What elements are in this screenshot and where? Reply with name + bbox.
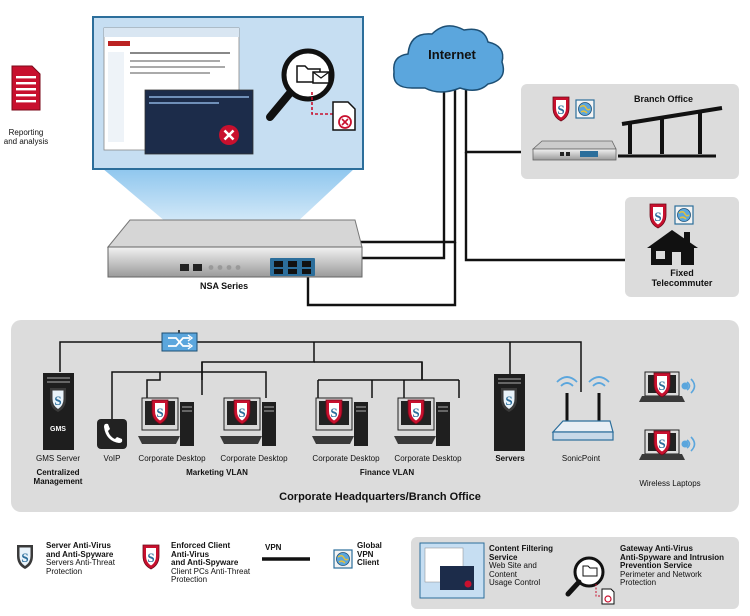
magnifier-icon <box>266 48 335 121</box>
legend-server-av-icon <box>17 545 33 569</box>
telecommuter-label-2: Telecommuter <box>651 278 713 288</box>
branch-office-label: Branch Office <box>634 94 694 104</box>
legend-cfs-3: Web Site and <box>489 561 537 570</box>
server-icon <box>494 374 525 451</box>
desktop-label-4: Corporate Desktop <box>394 454 462 463</box>
wireless-ap-icon <box>551 376 614 441</box>
voip-label: VoIP <box>103 454 121 463</box>
house-icon <box>647 230 698 265</box>
switch-icon <box>161 332 198 352</box>
legend-gav-5: Protection <box>620 578 657 587</box>
nsa-appliance-icon <box>106 219 363 278</box>
legend-cfs-5: Usage Control <box>489 578 541 587</box>
hq-panel <box>11 320 739 512</box>
gms-screen-text: GMS <box>50 426 66 433</box>
document-icon <box>11 65 41 111</box>
legend-client-av-4: Client PCs Anti-Threat <box>171 566 251 576</box>
telecommuter-label-1: Fixed <box>670 268 694 278</box>
sonicpoint-label: SonicPoint <box>561 454 601 463</box>
legend-server-av-3: Servers Anti-Threat <box>46 558 115 567</box>
desktop-label-2: Corporate Desktop <box>220 454 288 463</box>
legend-gvpn-3: Client <box>357 558 380 567</box>
gms-server-icon <box>43 373 74 450</box>
legend-cfs-4: Content <box>489 569 518 579</box>
legend-gav-4: Perimeter and Network <box>620 569 702 579</box>
legend-client-av-2: Anti-Virus <box>171 549 210 559</box>
legend-cfs-1: Content Filtering <box>489 544 553 553</box>
lan-lines <box>59 330 582 420</box>
legend-gvpn-2: VPN <box>357 549 374 559</box>
centralized-label-2: Management <box>33 477 83 486</box>
wireless-laptops-label: Wireless Laptops <box>639 479 701 488</box>
gms-server-label: GMS Server <box>35 454 80 463</box>
legend-cfs-2: Service <box>489 552 518 562</box>
desktop-label-1: Corporate Desktop <box>138 454 206 463</box>
legend-server-av-4: Protection <box>46 566 83 576</box>
legend-server-av-1: Server Anti-Virus <box>46 541 111 550</box>
legend-gav-1: Gateway Anti-Virus <box>620 544 693 553</box>
reporting-label-2: and analysis <box>3 137 49 146</box>
legend-server-av-2: and Anti-Spyware <box>46 549 114 559</box>
cloud-icon <box>393 25 505 93</box>
globe-vpn-icon <box>575 99 595 119</box>
legend-client-av-icon <box>142 544 160 570</box>
legend-client-av-3: and Anti-Spyware <box>171 558 239 567</box>
branch-firewall-icon <box>531 140 617 161</box>
phone-icon <box>97 419 127 449</box>
legend-gav-3: Prevention Service <box>620 561 693 570</box>
legend-globe-vpn-icon <box>333 549 353 569</box>
legend-magnifier-icon <box>565 556 615 605</box>
nsa-series-label: NSA Series <box>200 281 249 291</box>
servers-label: Servers <box>495 454 525 463</box>
hq-title: Corporate Headquarters/Branch Office <box>279 491 481 503</box>
building-icon <box>618 106 723 158</box>
blocked-document-icon <box>332 101 356 131</box>
reporting-label-1: Reporting <box>8 128 44 137</box>
browser-window-illustration <box>103 27 254 155</box>
centralized-label-1: Centralized <box>36 468 80 477</box>
internet-label: Internet <box>428 47 476 62</box>
marketing-vlan-label: Marketing VLAN <box>186 468 248 477</box>
globe-vpn-icon <box>674 205 694 225</box>
finance-vlan-label: Finance VLAN <box>359 468 415 477</box>
legend-content-filter-thumbnail <box>419 542 485 599</box>
legend-gvpn-1: Global <box>357 541 382 550</box>
legend-vpn-label: VPN <box>265 543 282 552</box>
legend-gav-2: Anti-Spyware and Intrusion <box>620 552 725 562</box>
legend-client-av-1: Enforced Client <box>171 541 231 550</box>
desktop-label-3: Corporate Desktop <box>312 454 380 463</box>
legend-client-av-5: Protection <box>171 575 208 584</box>
